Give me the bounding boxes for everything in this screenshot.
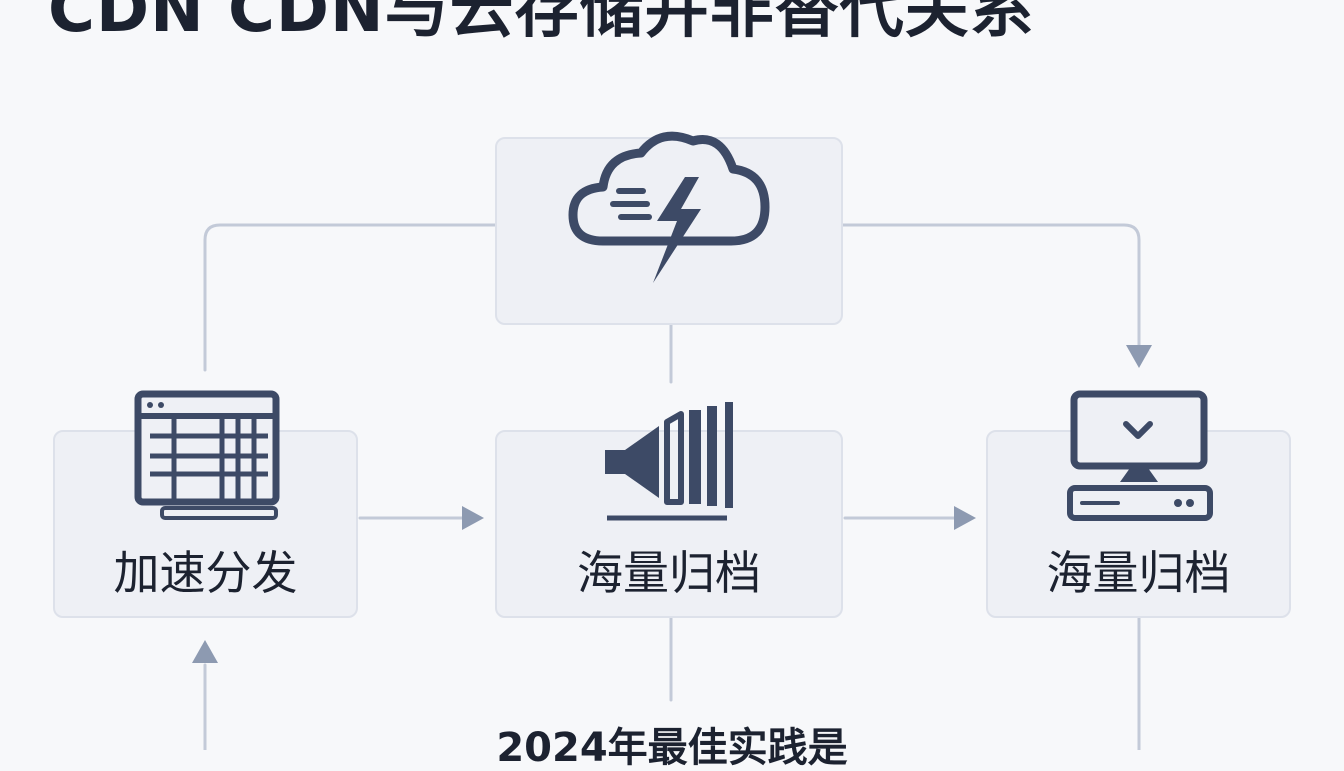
archive-label-middle: 海量归档 (577, 546, 761, 600)
connector-left-up (203, 223, 497, 372)
footer-caption: 2024年最佳实践是 (496, 725, 848, 771)
arrowhead-middle-right (954, 506, 976, 530)
acceleration-label: 加速分发 (113, 546, 298, 600)
arrowhead-top-right (1126, 345, 1152, 368)
acceleration-node: 加速分发 (53, 390, 358, 618)
archive-label-right: 海量归档 (1046, 546, 1231, 600)
cdn-node (495, 131, 843, 325)
archive-node-middle: 海量归档 (495, 402, 843, 618)
desktop-computer-icon (1067, 390, 1213, 521)
connector-top-right (841, 223, 1141, 347)
diagram-title: CDN CDN与云存储并非替代关系 (48, 0, 1035, 47)
cloud-lightning-icon (568, 131, 770, 283)
arrowhead-left-up (192, 640, 218, 663)
connector-lines (192, 223, 1152, 750)
arrowhead-left-middle (462, 506, 484, 530)
archive-node-right: 海量归档 (986, 390, 1291, 618)
speaker-bars-icon (605, 402, 733, 521)
spreadsheet-icon (134, 390, 280, 520)
